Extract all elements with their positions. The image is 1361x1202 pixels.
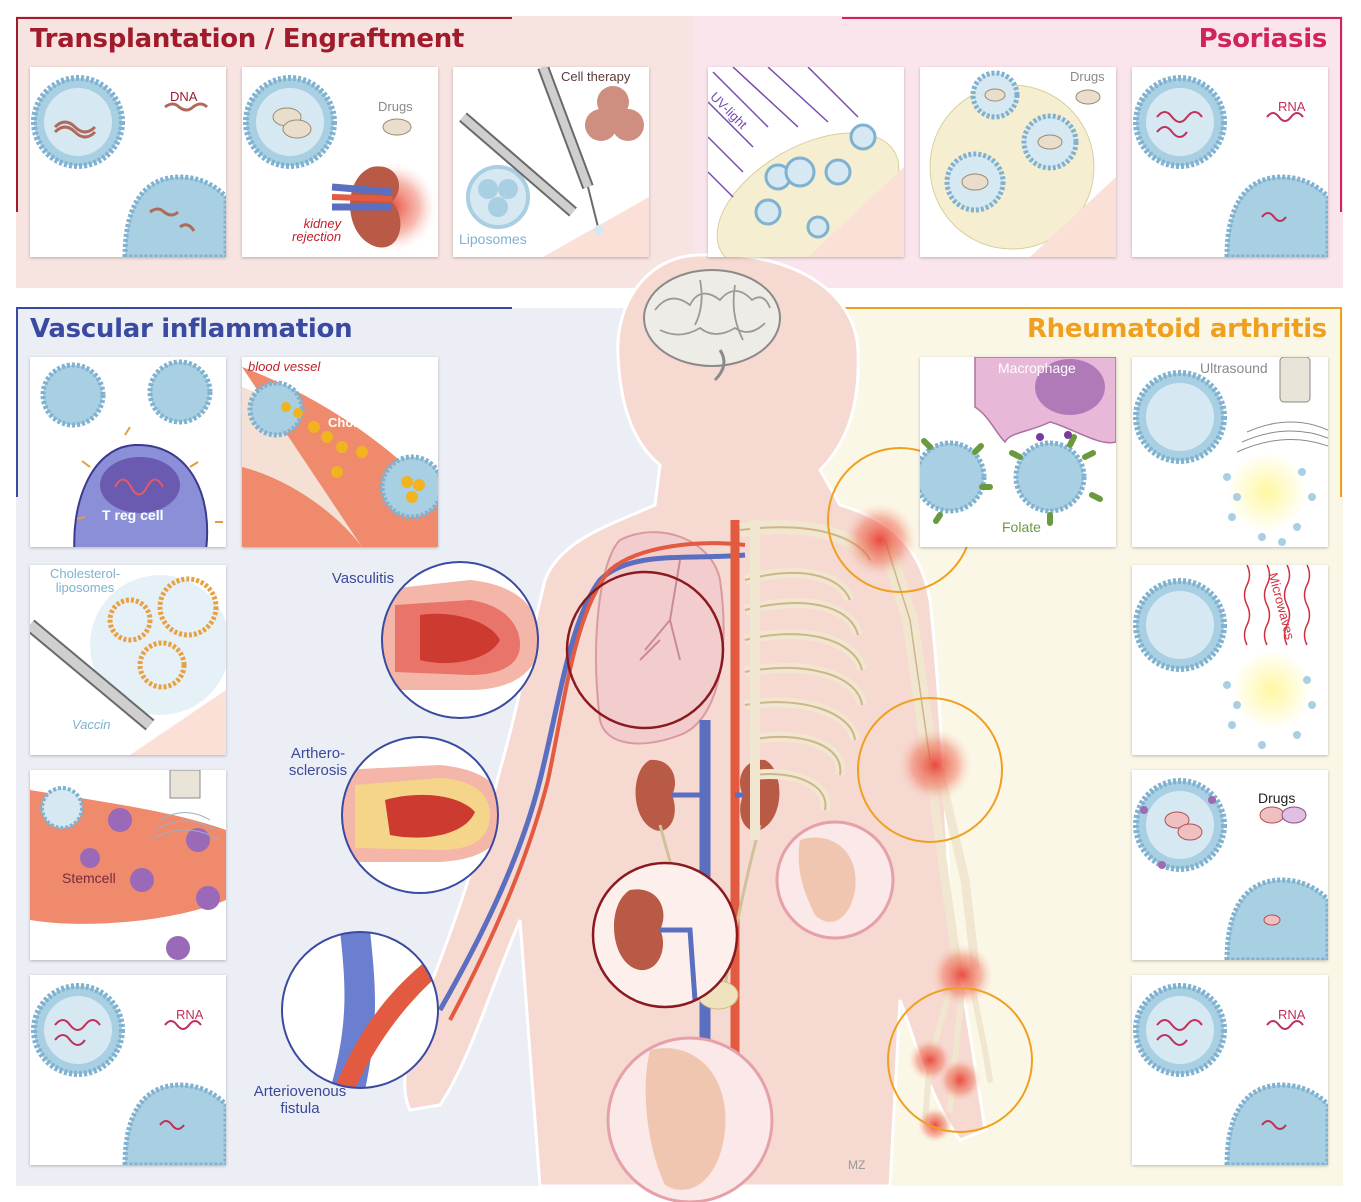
psoriasis-drugs-panel: Drugs — [920, 67, 1116, 257]
psoriasis-rule — [842, 17, 1342, 19]
vasculitis-label: Vasculitis — [331, 570, 395, 587]
vaccine-syringe-illustration — [30, 575, 226, 755]
lung — [595, 531, 725, 745]
vascular-rna-illustration — [31, 983, 226, 1165]
macrophage-folate-illustration — [920, 357, 1116, 526]
finger-inflammation-3 — [917, 1107, 953, 1143]
transplantation-rule-v — [16, 17, 18, 212]
ultrasound-illustration — [1133, 357, 1328, 546]
stemcell-panel: Stemcell — [30, 770, 226, 960]
fistula-zoom — [281, 931, 439, 1089]
transplantation-title: Transplantation / Engraftment — [30, 24, 465, 54]
syringe-cell-illustration — [459, 67, 649, 257]
ra-drugs-panel: Drugs — [1132, 770, 1328, 960]
macrophage-label: Macrophage — [998, 360, 1076, 376]
stemcell-vessel-illustration — [30, 770, 226, 960]
microwaves-panel: Microwaves — [1132, 565, 1328, 755]
fistula-label: Arteriovenous fistula — [253, 1083, 347, 1117]
cholesterol-label: Cholesterol — [328, 415, 400, 430]
vaccine-panel: Cholesterol- liposomes Vaccin — [30, 565, 226, 755]
signature: MZ — [848, 1158, 866, 1172]
ultrasound-label: Ultrasound — [1200, 360, 1268, 376]
macrophage-panel: Macrophage Folate — [920, 357, 1116, 547]
ra-drugs-label: Drugs — [1258, 790, 1296, 806]
ra-drugs-illustration — [1133, 778, 1328, 960]
ra-rna-label: RNA — [1278, 1007, 1306, 1022]
ribcage — [739, 520, 877, 840]
cholesterol-liposomes-label: Cholesterol- liposomes — [50, 566, 121, 595]
kidney-rejection-label: kidney rejection — [292, 216, 342, 244]
rheumatoid-rule-v — [1340, 307, 1342, 497]
dna-liposome-illustration — [31, 75, 226, 257]
vaccin-label: Vaccin — [72, 717, 111, 732]
bottom-skin-zoom — [606, 1036, 774, 1202]
shoulder-inflammation — [842, 502, 918, 578]
kidney-zoom — [591, 861, 739, 1009]
treg-panel: T reg cell — [30, 357, 226, 547]
rheumatoid-rule — [842, 307, 1342, 309]
wrist-inflammation — [930, 943, 994, 1007]
atherosclerosis-zoom — [341, 736, 499, 894]
psoriasis-drugs-label: Drugs — [1070, 69, 1105, 84]
vascular-rule-v — [16, 307, 18, 497]
dna-label: DNA — [170, 89, 198, 104]
treg-cell-illustration — [40, 359, 223, 547]
rheumatoid-title: Rheumatoid arthritis — [1026, 314, 1327, 344]
treg-label: T reg cell — [102, 507, 164, 523]
brain — [643, 269, 781, 382]
skin-zoom — [775, 820, 895, 940]
vasculitis-zoom — [381, 561, 539, 719]
folate-label: Folate — [1002, 519, 1041, 535]
uv-light-illustration — [708, 67, 904, 257]
blood-vessel-panel: blood vessel Cholesterol — [242, 357, 438, 547]
psoriasis-title: Psoriasis — [1198, 24, 1328, 54]
artery-arm — [448, 541, 746, 1021]
blood-vessel-illustration — [242, 357, 438, 547]
transplantation-rule — [16, 17, 512, 19]
elbow-inflammation — [897, 727, 973, 803]
psoriasis-rna-label: RNA — [1278, 99, 1306, 114]
uv-light-panel: UV-light — [708, 67, 904, 257]
microwaves-illustration — [1133, 565, 1316, 749]
cell-therapy-panel: Cell therapy Liposomes — [453, 67, 649, 257]
vascular-rna-panel: RNA — [30, 975, 226, 1165]
rna-liposome-illustration — [1133, 75, 1328, 257]
psoriasis-rna-panel: RNA — [1132, 67, 1328, 257]
atherosclerosis-label: Arthero- sclerosis — [288, 745, 348, 779]
psoriasis-drugs-illustration — [929, 70, 1116, 257]
vascular-rule — [16, 307, 512, 309]
drugs-label: Drugs — [378, 99, 413, 114]
ultrasound-panel: Ultrasound — [1132, 357, 1328, 547]
drugs-kidney-panel: Drugs kidney rejection — [242, 67, 438, 257]
dna-panel: DNA — [30, 67, 226, 257]
ra-rna-illustration — [1133, 983, 1328, 1165]
psoriasis-rule-v — [1340, 17, 1342, 212]
blood-vessel-label: blood vessel — [248, 359, 321, 374]
finger-inflammation-2 — [938, 1058, 982, 1102]
liposomes-label: Liposomes — [459, 231, 527, 247]
vascular-title: Vascular inflammation — [30, 314, 353, 344]
vascular-rna-label: RNA — [176, 1007, 204, 1022]
cell-therapy-label: Cell therapy — [561, 69, 631, 84]
lung-zoom-circle — [565, 570, 725, 730]
vein-arm — [437, 552, 746, 1012]
ra-rna-panel: RNA — [1132, 975, 1328, 1165]
drug-liposome-illustration — [243, 75, 437, 252]
stemcell-label: Stemcell — [62, 870, 116, 886]
